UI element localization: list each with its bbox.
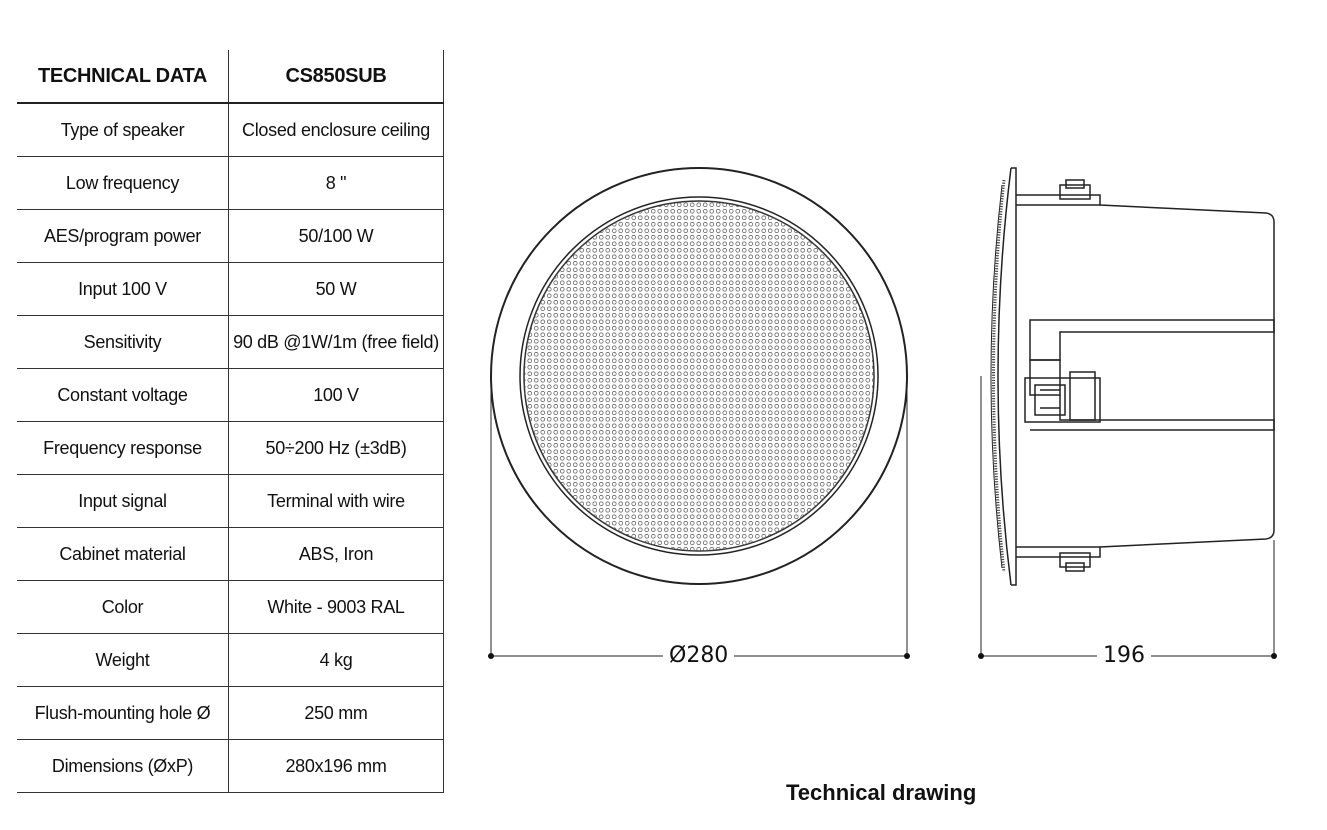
table-row: Flush-mounting hole Ø 250 mm (17, 686, 444, 740)
row-value: 8 " (228, 156, 444, 210)
row-value: White - 9003 RAL (228, 580, 444, 634)
table-row: Weight 4 kg (17, 633, 444, 687)
row-label: Constant voltage (17, 368, 229, 422)
row-value: 50/100 W (228, 209, 444, 263)
table-row: Sensitivity 90 dB @1W/1m (free field) (17, 315, 444, 369)
table-header-label: TECHNICAL DATA (17, 50, 229, 104)
row-label: Input signal (17, 474, 229, 528)
row-label: Color (17, 580, 229, 634)
row-value: 100 V (228, 368, 444, 422)
table-header-model: CS850SUB (228, 50, 444, 104)
row-label: Low frequency (17, 156, 229, 210)
row-label: Sensitivity (17, 315, 229, 369)
table-row: Type of speaker Closed enclosure ceiling (17, 103, 444, 157)
table-row: Color White - 9003 RAL (17, 580, 444, 634)
row-value: 280x196 mm (228, 739, 444, 793)
row-label: Weight (17, 633, 229, 687)
row-label: Type of speaker (17, 103, 229, 157)
table-row: Dimensions (ØxP) 280x196 mm (17, 739, 444, 793)
drawing-caption: Technical drawing (786, 780, 977, 805)
row-label: Flush-mounting hole Ø (17, 686, 229, 740)
row-value: ABS, Iron (228, 527, 444, 581)
technical-drawing (488, 167, 1277, 659)
table-row: Input 100 V 50 W (17, 262, 444, 316)
row-value: 50÷200 Hz (±3dB) (228, 421, 444, 475)
side-depth-label: 196 (1097, 643, 1151, 668)
table-row: Frequency response 50÷200 Hz (±3dB) (17, 421, 444, 475)
row-value: 250 mm (228, 686, 444, 740)
table-row: Cabinet material ABS, Iron (17, 527, 444, 581)
table-row: Low frequency 8 " (17, 156, 444, 210)
row-label: Input 100 V (17, 262, 229, 316)
row-value: Closed enclosure ceiling (228, 103, 444, 157)
row-label: AES/program power (17, 209, 229, 263)
row-label: Frequency response (17, 421, 229, 475)
row-value: 4 kg (228, 633, 444, 687)
row-label: Dimensions (ØxP) (17, 739, 229, 793)
row-label: Cabinet material (17, 527, 229, 581)
table-header-row: TECHNICAL DATA CS850SUB (17, 50, 444, 104)
speaker-grille (524, 201, 874, 551)
speaker-front-view (488, 167, 910, 659)
row-value: 50 W (228, 262, 444, 316)
row-value: 90 dB @1W/1m (free field) (228, 315, 444, 369)
table-row: Constant voltage 100 V (17, 368, 444, 422)
table-row: Input signal Terminal with wire (17, 474, 444, 528)
speaker-side-view (980, 167, 1275, 657)
row-value: Terminal with wire (228, 474, 444, 528)
front-diameter-label: Ø280 (663, 643, 735, 668)
spec-table: TECHNICAL DATA CS850SUB Type of speaker … (17, 50, 444, 793)
table-row: AES/program power 50/100 W (17, 209, 444, 263)
